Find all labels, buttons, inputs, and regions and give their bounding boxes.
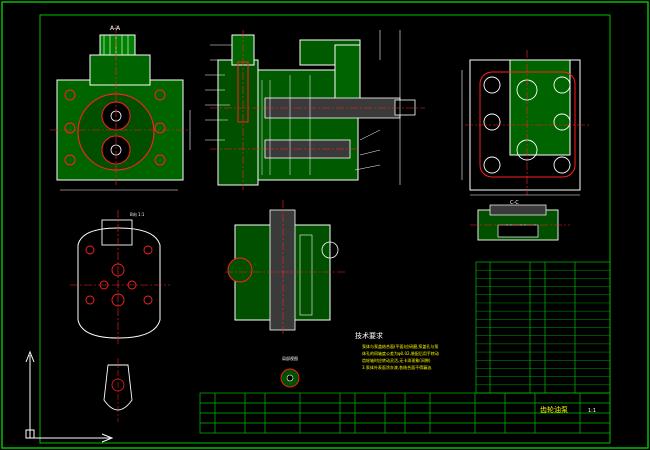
- main-section-view: [205, 30, 425, 190]
- label-c-c: C-C: [510, 200, 519, 206]
- part-name-title: 齿轮油泵: [540, 405, 568, 414]
- tech-req-line-3: 齿轮轴时应转动灵活,无卡滞现象(间隙): [362, 357, 431, 363]
- detail-small-part: [103, 358, 133, 422]
- a-a-section-view: [225, 200, 345, 335]
- tech-req-line-2: 体孔的同轴度公差为φ0.02,装配后用手转动: [362, 350, 439, 356]
- title-block: [199, 392, 611, 434]
- b-view-plate: [70, 210, 170, 345]
- sheet-border-inner: [39, 14, 611, 444]
- detail-gear-piece: [280, 368, 300, 388]
- tech-req-line-4: 3.泵体外表面涂灰漆,各结合面不得漏油.: [362, 364, 432, 370]
- parts-list-rows: [476, 269, 610, 386]
- front-view-pump: [50, 25, 191, 191]
- tech-requirements-heading: 技术要求: [355, 331, 383, 340]
- tech-req-line-1: 泵体与泵盖结合面(平面)应研磨,泵盖孔与泵: [362, 343, 438, 349]
- right-side-view: [461, 50, 590, 196]
- label-detail: 局部视图: [282, 355, 298, 361]
- ucs-axis-icon: [25, 350, 114, 443]
- label-a-a: A-A: [110, 25, 121, 32]
- c-c-section-view: [470, 204, 570, 241]
- label-b-view: B向 1:1: [130, 211, 145, 217]
- scale-value: 1:1: [588, 408, 596, 414]
